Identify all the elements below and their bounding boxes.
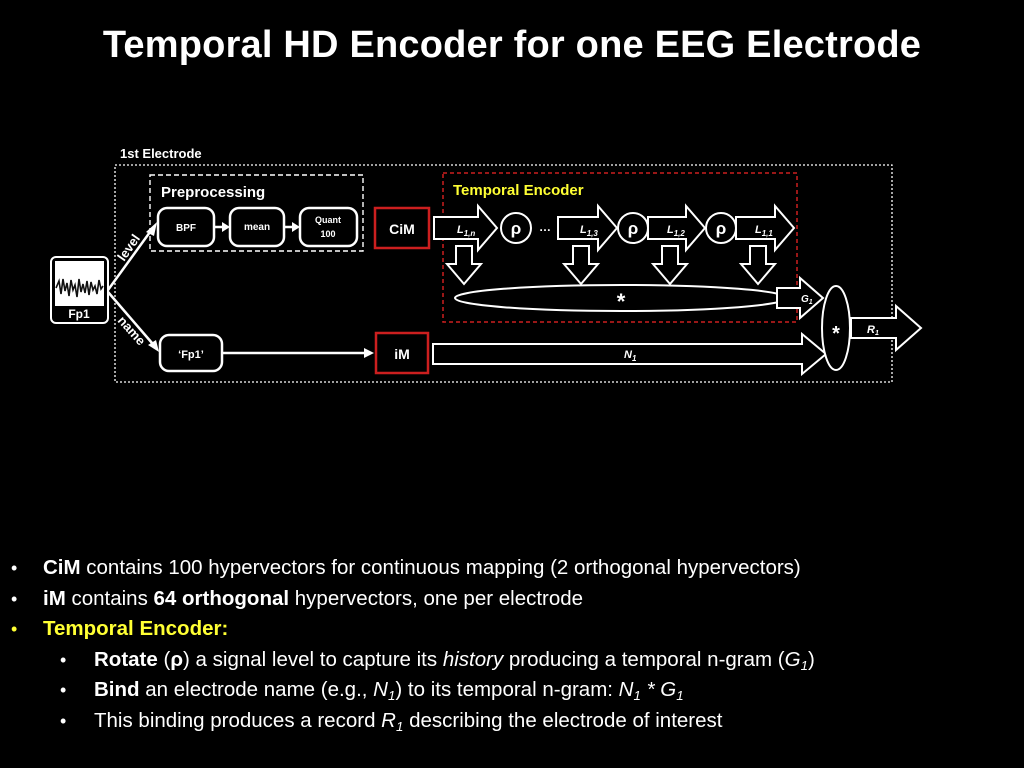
quant-block: Quant 100 — [298, 206, 359, 248]
svg-text:L1,2: L1,2 — [667, 224, 685, 238]
svg-text:*: * — [617, 289, 626, 314]
bullet-cim: •CiM contains 100 hypervectors for conti… — [11, 556, 801, 579]
l11-arrow: L1,1 — [735, 203, 796, 253]
l1n-arrow: L1,n — [433, 203, 499, 253]
electrode-label: 1st Electrode — [120, 146, 202, 161]
fp1-label: Fp1 — [68, 307, 90, 321]
fp1-signal-icon: Fp1 — [50, 256, 109, 324]
preprocessing-label: Preprocessing — [161, 184, 265, 201]
svg-text:‘Fp1’: ‘Fp1’ — [178, 349, 204, 361]
slide-title: Temporal HD Encoder for one EEG Electrod… — [102, 24, 922, 66]
temporal-encoder-label: Temporal Encoder — [453, 182, 584, 199]
svg-text:Quant: Quant — [315, 215, 341, 225]
svg-text:L1,3: L1,3 — [580, 224, 598, 238]
n1-arrow: N1 — [432, 331, 828, 377]
subbullet-rotate: •Rotate (ρ) a signal level to capture it… — [60, 647, 815, 673]
svg-text:G1: G1 — [801, 294, 813, 306]
electrode-box — [114, 164, 893, 383]
name-branch-arrow — [107, 291, 159, 352]
ellipsis: … — [539, 220, 551, 234]
fp1-name-block: ‘Fp1’ — [158, 333, 224, 373]
im-block: iM — [374, 331, 430, 375]
rho-node-2: ρ — [617, 212, 649, 244]
rho-node-1: ρ — [500, 212, 532, 244]
svg-text:ρ: ρ — [716, 219, 727, 238]
svg-text:L1,n: L1,n — [457, 224, 475, 238]
level-branch-arrow — [106, 222, 157, 291]
preprocessing-box — [149, 174, 364, 252]
svg-text:BPF: BPF — [176, 223, 196, 234]
bpf-block: BPF — [156, 206, 216, 248]
mean-block: mean — [228, 206, 286, 248]
svg-text:L1,1: L1,1 — [755, 224, 773, 238]
svg-text:iM: iM — [394, 346, 410, 362]
r1-arrow: R1 — [850, 303, 923, 353]
l12-arrow: L1,2 — [647, 203, 707, 253]
temporal-encoder-box — [442, 172, 798, 323]
bullet-list: •CiM contains 100 hypervectors for conti… — [8, 553, 1018, 736]
svg-text:100: 100 — [320, 229, 335, 239]
bind-ellipse: * — [454, 284, 788, 314]
down-arrows — [444, 245, 778, 286]
bullet-temporal-encoder: •Temporal Encoder: — [11, 617, 229, 640]
final-bind-ellipse: * — [821, 285, 851, 371]
svg-text:mean: mean — [244, 222, 270, 233]
l13-arrow: L1,3 — [557, 203, 619, 253]
svg-text:R1: R1 — [867, 324, 879, 337]
svg-text:N1: N1 — [624, 349, 637, 363]
cim-block: CiM — [373, 206, 431, 250]
rho-node-3: ρ — [705, 212, 737, 244]
bullet-im: •iM contains 64 orthogonal hypervectors,… — [11, 586, 584, 610]
subbullet-bind: •Bind an electrode name (e.g., N1) to it… — [60, 678, 684, 703]
name-label: name — [115, 313, 149, 348]
subbullet-record: •This binding produces a record R1 descr… — [60, 708, 723, 734]
svg-text:ρ: ρ — [628, 219, 639, 238]
svg-text:*: * — [832, 323, 840, 345]
svg-text:ρ: ρ — [511, 219, 522, 238]
g1-arrow: G1 — [776, 275, 825, 321]
svg-text:CiM: CiM — [389, 221, 415, 237]
